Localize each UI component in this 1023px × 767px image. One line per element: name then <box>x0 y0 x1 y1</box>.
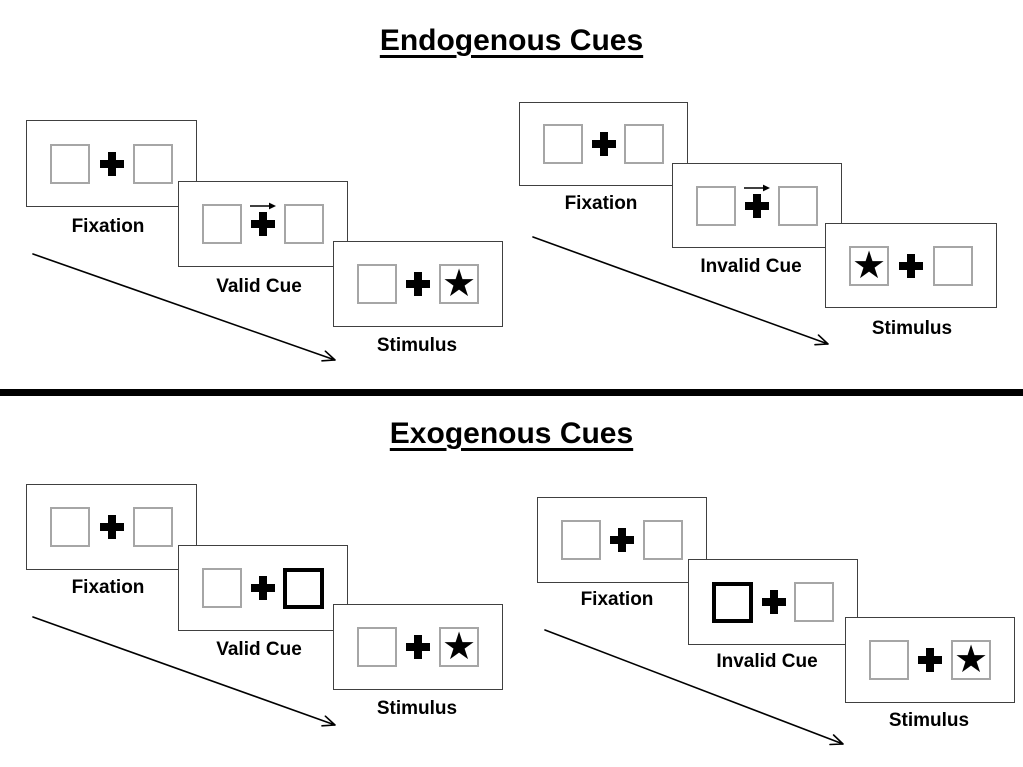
star-icon: ★ <box>953 637 989 681</box>
fixation-cross-icon <box>99 151 124 176</box>
panel-label: Fixation <box>564 193 638 214</box>
sequence-arrow-icon <box>32 616 336 727</box>
exogenous-valid-cue-panel <box>178 545 348 631</box>
right-box: ★ <box>439 627 479 667</box>
panel-label: Stimulus <box>871 318 953 339</box>
panel-label: Valid Cue <box>216 276 302 297</box>
right-box <box>778 185 818 226</box>
exogenous-invalid-stimulus-panel: ★ <box>845 617 1015 703</box>
panel-label: Fixation <box>71 577 145 598</box>
sequence-arrow-icon <box>532 236 829 346</box>
star-icon: ★ <box>851 242 887 287</box>
sequence-arrow-icon <box>544 629 844 746</box>
left-box <box>50 507 90 547</box>
endogenous-invalid-fixation-panel <box>519 102 688 186</box>
cued-box-highlight <box>283 567 324 609</box>
fixation-cross-icon <box>250 202 276 236</box>
fixation-cross-icon <box>99 515 124 539</box>
cued-box-highlight <box>712 581 753 623</box>
left-box <box>357 627 397 667</box>
star-icon: ★ <box>441 261 477 305</box>
fixation-cross-icon <box>406 635 430 659</box>
fixation-cross-icon <box>406 272 430 296</box>
exogenous-invalid-fixation-panel <box>537 497 707 583</box>
endogenous-valid-cue-panel <box>178 181 348 267</box>
right-box <box>794 582 834 622</box>
fixation-cross-icon <box>761 590 786 614</box>
right-box: ★ <box>951 640 991 680</box>
panel-label: Fixation <box>71 216 145 237</box>
right-box <box>624 124 664 164</box>
right-box <box>133 507 173 547</box>
panel-label: Stimulus <box>376 698 458 719</box>
left-box <box>696 185 736 226</box>
right-box <box>133 143 173 184</box>
exogenous-invalid-cue-panel <box>688 559 858 645</box>
endogenous-invalid-cue-panel <box>672 163 842 248</box>
fixation-cross-icon <box>610 528 634 552</box>
right-box <box>284 204 324 244</box>
panel-label: Fixation <box>580 589 654 610</box>
left-box: ★ <box>849 242 889 287</box>
left-box <box>202 204 242 244</box>
fixation-cross-icon <box>591 132 616 156</box>
right-box <box>643 520 683 560</box>
left-box <box>50 143 90 184</box>
endogenous-valid-stimulus-panel: ★ <box>333 241 503 327</box>
right-arrow-cue-icon <box>744 184 770 191</box>
sequence-arrow-icon <box>32 253 336 362</box>
star-icon: ★ <box>441 624 477 668</box>
panel-label: Invalid Cue <box>700 256 802 277</box>
fixation-cross-icon <box>250 576 275 600</box>
left-box <box>357 264 397 304</box>
endogenous-section-title: Endogenous Cues <box>379 24 644 57</box>
left-box <box>202 568 242 608</box>
section-divider-line <box>0 389 1023 396</box>
right-box: ★ <box>439 264 479 304</box>
exogenous-valid-stimulus-panel: ★ <box>333 604 503 690</box>
endogenous-invalid-stimulus-panel: ★ <box>825 223 997 308</box>
fixation-cross-icon <box>899 253 923 278</box>
fixation-cross-icon <box>918 648 942 672</box>
left-box <box>543 124 583 164</box>
right-box <box>933 245 973 286</box>
panel-label: Invalid Cue <box>716 651 818 672</box>
panel-label: Stimulus <box>376 335 458 356</box>
left-box <box>561 520 601 560</box>
right-arrow-cue-icon <box>250 202 276 210</box>
endogenous-valid-fixation-panel <box>26 120 197 207</box>
exogenous-section-title: Exogenous Cues <box>389 417 634 450</box>
exogenous-valid-fixation-panel <box>26 484 197 570</box>
panel-label: Stimulus <box>888 710 970 731</box>
fixation-cross-icon <box>744 184 770 218</box>
panel-label: Valid Cue <box>216 639 302 660</box>
left-box <box>869 640 909 680</box>
